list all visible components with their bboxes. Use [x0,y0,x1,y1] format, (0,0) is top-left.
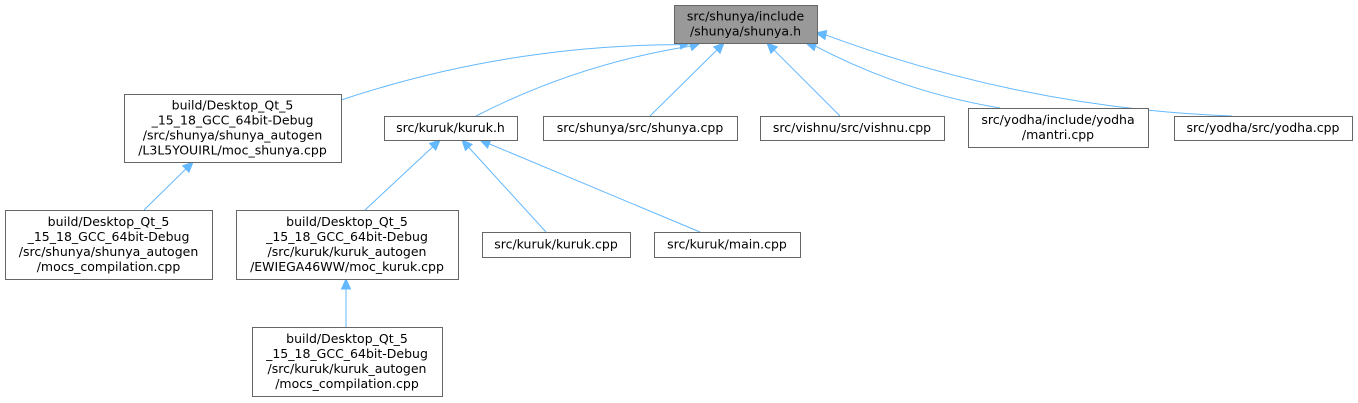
node-kuruk-mocs-compilation[interactable]: build/Desktop_Qt_5 _15_18_GCC_64bit-Debu… [252,327,443,397]
node-label-line: /src/shunya/shunya_autogen [143,128,323,143]
edge-main_cpp-to-kuruk_h [489,143,701,233]
node-yodha-cpp[interactable]: src/yodha/src/yodha.cpp [1174,116,1353,141]
node-moc-kuruk[interactable]: build/Desktop_Qt_5 _15_18_GCC_64bit-Debu… [236,210,459,280]
node-shunya-cpp[interactable]: src/shunya/src/shunya.cpp [543,116,738,141]
node-vishnu-cpp[interactable]: src/vishnu/src/vishnu.cpp [760,116,945,141]
node-label-line: /shunya/shunya.h [690,24,801,39]
node-label-line: src/shunya/src/shunya.cpp [557,120,724,135]
arrowhead-shunya_cpp-to-root [712,42,725,55]
node-main-cpp[interactable]: src/kuruk/main.cpp [654,232,801,258]
node-label-line: src/vishnu/src/vishnu.cpp [773,120,931,135]
node-label-line: /mantri.cpp [1022,127,1094,142]
arrowhead-kuruk_mocs-to-moc_kuruk [340,277,352,290]
arrowhead-shunya_mocs-to-moc_shunya [181,161,194,174]
node-label-line: /mocs_compilation.cpp [275,376,419,391]
edge-shunya_mocs-to-moc_shunya [143,168,187,211]
edge-yodha_cpp-to-root [825,34,1233,117]
node-label-line: src/yodha/include/yodha [981,112,1134,127]
arrowhead-moc_kuruk-to-kuruk_h [428,139,441,152]
arrowhead-yodha_cpp-to-root [814,29,828,41]
node-kuruk-cpp[interactable]: src/kuruk/kuruk.cpp [482,232,631,258]
node-label-line: src/yodha/src/yodha.cpp [1187,120,1340,135]
edge-mantri_cpp-to-root [815,45,1001,109]
node-box [124,94,342,163]
node-box [5,210,213,280]
node-box [654,232,801,258]
node-label-line: _15_18_GCC_64bit-Debug [265,346,428,361]
arrowhead-kuruk_cpp-to-kuruk_h [461,139,473,152]
node-label-line: /src/kuruk/kuruk_autogen [268,244,427,259]
node-box [674,5,818,44]
node-box [384,116,518,141]
node-kuruk-h[interactable]: src/kuruk/kuruk.h [384,116,518,141]
node-label-line: src/kuruk/kuruk.h [396,120,505,135]
node-label-line: /EWIEGA46WW/moc_kuruk.cpp [250,259,444,274]
node-root[interactable]: src/shunya/include /shunya/shunya.h [674,5,818,44]
node-label-line: /src/shunya/shunya_autogen [19,244,199,259]
node-shunya-mocs-compilation[interactable]: build/Desktop_Qt_5 _15_18_GCC_64bit-Debu… [5,210,213,280]
node-box [1174,116,1353,141]
node-box [482,232,631,258]
node-label-line: build/Desktop_Qt_5 [286,331,408,346]
node-box [543,116,738,141]
node-label-line: src/kuruk/kuruk.cpp [494,237,618,252]
node-label-line: /mocs_compilation.cpp [37,259,181,274]
node-box [252,327,443,397]
edge-kuruk_cpp-to-kuruk_h [468,147,547,233]
node-label-line: _15_18_GCC_64bit-Debug [151,113,314,128]
edge-shunya_cpp-to-root [649,49,718,117]
arrowhead-vishnu_cpp-to-root [766,42,779,55]
edge-moc_kuruk-to-kuruk_h [364,146,434,211]
node-label-line: build/Desktop_Qt_5 [172,98,294,113]
graph-edges [143,29,1233,327]
node-box [968,108,1149,148]
node-box [760,116,945,141]
node-label-line: build/Desktop_Qt_5 [48,214,170,229]
edge-vishnu_cpp-to-root [773,49,841,117]
node-label-line: _15_18_GCC_64bit-Debug [27,229,190,244]
edge-kuruk_h-to-root [475,45,691,117]
node-label-line: /src/kuruk/kuruk_autogen [268,361,427,376]
node-label-line: /L3L5YOUIRL/moc_shunya.cpp [138,143,327,158]
node-label-line: build/Desktop_Qt_5 [286,214,408,229]
edge-moc_shunya-to-root [340,44,681,101]
node-moc-shunya[interactable]: build/Desktop_Qt_5 _15_18_GCC_64bit-Debu… [124,94,342,163]
node-box [236,210,459,280]
node-label-line: _15_18_GCC_64bit-Debug [265,229,428,244]
node-mantri-cpp[interactable]: src/yodha/include/yodha /mantri.cpp [968,108,1149,148]
node-label-line: src/shunya/include [687,9,805,24]
node-label-line: src/kuruk/main.cpp [667,237,787,252]
